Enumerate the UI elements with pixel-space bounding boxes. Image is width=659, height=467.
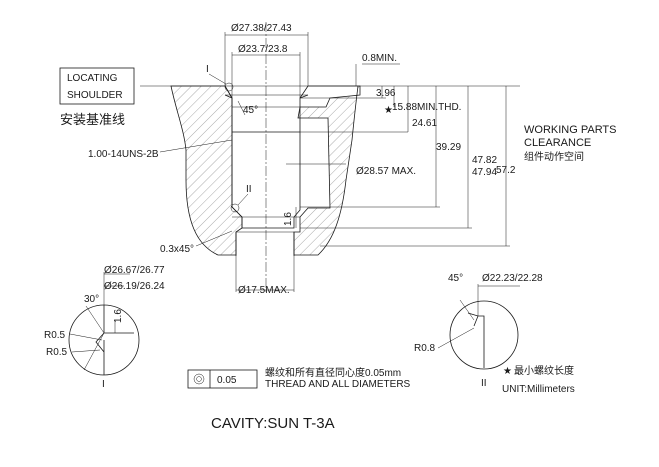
dim-396: 3.96 <box>376 88 396 99</box>
tolerance-value: 0.05 <box>217 375 237 386</box>
detail-ii-d1: Ø22.23/22.28 <box>482 273 543 284</box>
detail-ii: 45° Ø22.23/22.28 R0.8 II <box>414 273 543 389</box>
body-right-hatch <box>293 85 361 256</box>
concentricity-callout: 0.05 螺纹和所有直径同心度0.05mm THREAD AND ALL DIA… <box>187 366 411 390</box>
dim-top-inner: Ø23.7/23.8 <box>238 44 288 55</box>
dim-4794: 47.94 <box>472 167 497 178</box>
detail-i-angle: 30° <box>84 294 99 305</box>
dim-min08: 0.8MIN. <box>362 53 397 64</box>
working-cn: 组件动作空间 <box>524 150 584 163</box>
legend: ★ 最小螺纹长度 UNIT:Millimeters <box>502 364 575 395</box>
star-marker: ★ <box>384 105 393 116</box>
top-chamfer-line <box>224 94 233 99</box>
working-parts: WORKING PARTS CLEARANCE 组件动作空间 <box>524 124 617 163</box>
dim-thread: 1.00-14UNS-2B <box>88 149 159 160</box>
dim-3929: 39.29 <box>436 142 461 153</box>
dim-top-outer: Ø27.38/27.43 <box>231 23 292 34</box>
dim-4782: 47.82 <box>472 155 497 166</box>
dim-2461: 24.61 <box>412 118 437 129</box>
detail-ii-angle: 45° <box>448 273 463 284</box>
detail-i-marker-circle <box>224 82 234 92</box>
bottom-dimension: Ø17.5MAX. <box>235 256 295 296</box>
working-line2: CLEARANCE <box>524 137 591 149</box>
locating-cn: 安装基准线 <box>60 112 125 127</box>
tolerance-cn: 螺纹和所有直径同心度0.05mm <box>265 366 401 379</box>
top-chamfer-line <box>299 94 309 99</box>
marker-i: I <box>206 64 209 75</box>
detail-i: Ø26.67/26.77 Ø26.19/26.24 30° 1.6 R0.5 R… <box>44 265 165 390</box>
dim-bottom: Ø17.5MAX. <box>238 285 290 296</box>
detail-i-r2: R0.5 <box>46 347 68 358</box>
drawing-title: CAVITY:SUN T-3A <box>211 415 335 432</box>
tolerance-en: THREAD AND ALL DIAMETERS <box>265 379 411 390</box>
locating-shoulder: LOCATING SHOULDER 安装基准线 <box>59 67 135 127</box>
dim-572: 57.2 <box>496 165 516 176</box>
detail-ii-r: R0.8 <box>414 343 436 354</box>
depth-dimensions: 0.8MIN. 3.96 ★ 15.88MIN.THD. 24.61 39.29… <box>300 53 516 247</box>
detail-ii-marker-circle <box>230 203 240 213</box>
working-line1: WORKING PARTS <box>524 124 617 136</box>
dim-thd-min: 15.88MIN.THD. <box>392 102 461 113</box>
cavity-section <box>140 22 520 292</box>
legend-min-thread: 最小螺纹长度 <box>514 364 574 377</box>
locating-line2: SHOULDER <box>67 90 123 101</box>
detail-i-d1: Ø26.67/26.77 <box>104 265 165 276</box>
detail-ii-label: II <box>481 378 487 389</box>
detail-i-16: 1.6 <box>113 309 124 323</box>
legend-unit: UNIT:Millimeters <box>502 384 575 395</box>
detail-i-d2: Ø26.19/26.24 <box>104 281 165 292</box>
body-left-hatch <box>170 85 243 256</box>
detail-i-r1: R0.5 <box>44 330 66 341</box>
dim-chamfer: 0.3x45° <box>160 244 194 255</box>
dim-16: 1.6 <box>283 212 294 226</box>
dim-bore: Ø28.57 MAX. <box>356 166 416 177</box>
marker-ii: II <box>246 184 252 195</box>
concentricity-icon <box>193 373 205 385</box>
locating-line1: LOCATING <box>67 73 118 84</box>
dim-angle45: 45° <box>243 105 258 116</box>
locating-shoulder-box <box>59 67 135 105</box>
detail-i-label: I <box>102 379 105 390</box>
legend-star: ★ <box>503 366 512 377</box>
top-dimensions: Ø27.38/27.43 Ø23.7/23.8 <box>224 23 309 98</box>
